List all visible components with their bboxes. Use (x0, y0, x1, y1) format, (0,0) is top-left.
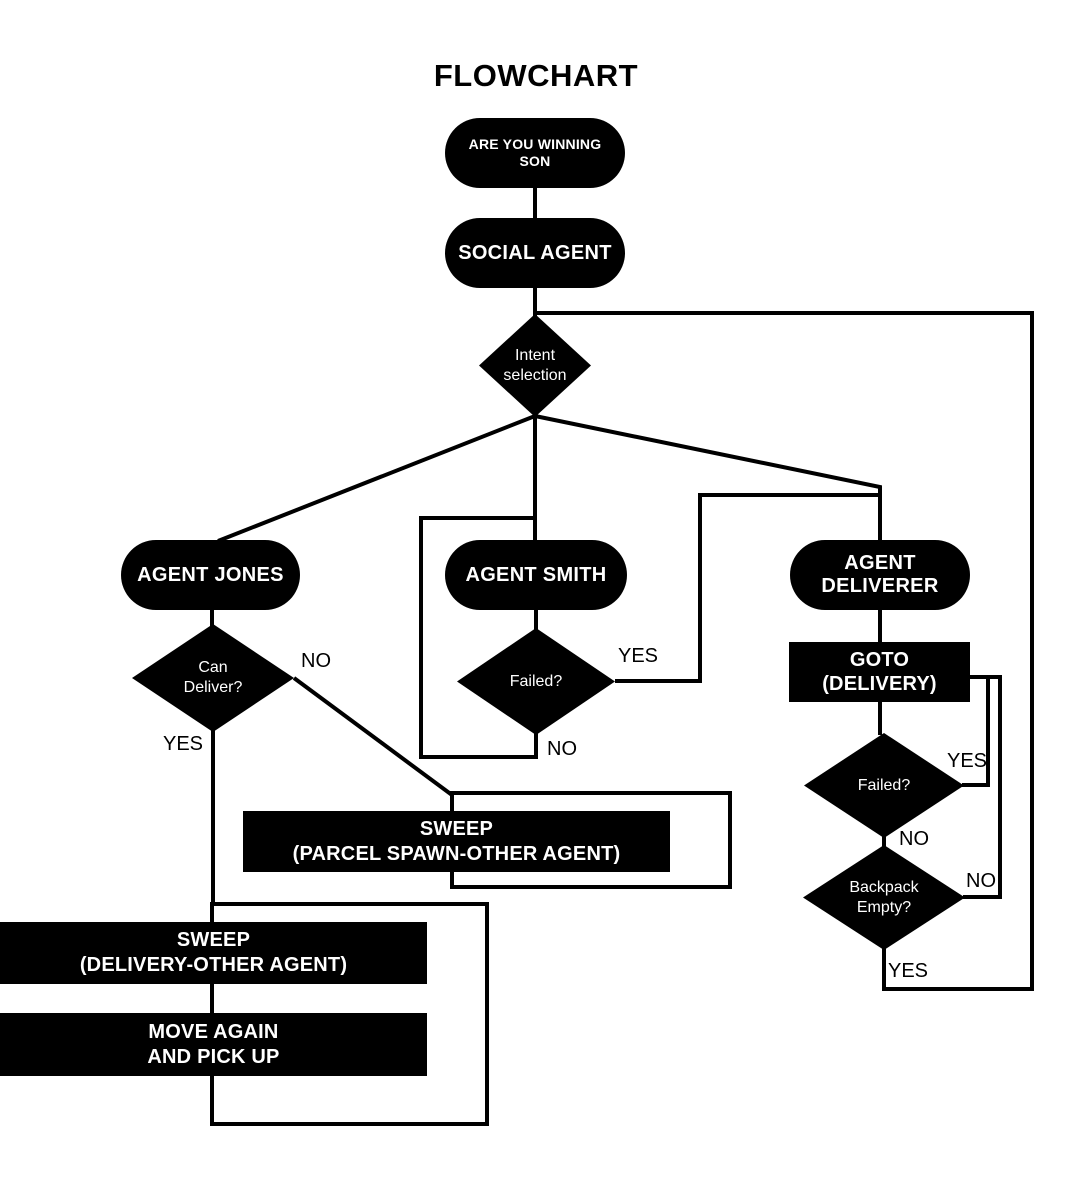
node-move-again: MOVE AGAIN AND PICK UP (0, 1013, 427, 1076)
edge-label-backpack-empty-no: NO (966, 870, 996, 892)
node-start: ARE YOU WINNING SON (445, 118, 625, 188)
edge-label-can-deliver-yes: YES (163, 733, 204, 755)
edge-backpack-no-loop (963, 675, 1002, 899)
node-deliverer-failed-label: Failed? (857, 776, 911, 794)
node-goto-delivery: GOTO (DELIVERY) (789, 642, 970, 702)
edge-backpack-yes-loop (536, 311, 1034, 991)
node-agent-jones: AGENT JONES (121, 540, 300, 610)
edge-label-backpack-empty-yes: YES (888, 960, 929, 982)
node-intent-selection-label: Intent selection (503, 346, 567, 384)
edge-label-smith-failed-yes: YES (618, 645, 659, 667)
edge-label-can-deliver-no: NO (301, 650, 331, 672)
node-goto-delivery-label: GOTO (DELIVERY) (822, 649, 937, 695)
node-start-label: ARE YOU WINNING SON (468, 136, 602, 169)
node-sweep-delivery: SWEEP (DELIVERY-OTHER AGENT) (0, 922, 427, 984)
edge-label-deliverer-failed-no: NO (899, 828, 929, 850)
node-social-agent-label: SOCIAL AGENT (458, 241, 612, 264)
node-smith-failed-label: Failed? (509, 672, 563, 690)
edge-intent-jones (217, 414, 536, 543)
node-sweep-parcel-spawn: SWEEP (PARCEL SPAWN-OTHER AGENT) (243, 811, 670, 872)
edge-label-deliverer-failed-yes: YES (947, 750, 988, 772)
edge-intent-deliverer (534, 414, 882, 540)
node-social-agent: SOCIAL AGENT (445, 218, 625, 288)
node-agent-jones-label: AGENT JONES (137, 563, 284, 586)
node-agent-smith: AGENT SMITH (445, 540, 627, 610)
node-move-again-label: MOVE AGAIN AND PICK UP (147, 1020, 280, 1068)
edge-smith-yes (615, 493, 880, 683)
node-can-deliver-label: Can Deliver? (183, 659, 243, 696)
node-agent-deliverer-label: AGENT DELIVERER (821, 552, 939, 597)
node-sweep-parcel-spawn-label: SWEEP (PARCEL SPAWN-OTHER AGENT) (292, 817, 621, 865)
edge-candeliver-no (292, 676, 454, 797)
node-agent-deliverer: AGENT DELIVERER (790, 540, 970, 610)
page-title: FLOWCHART (433, 58, 639, 93)
edge-label-smith-failed-no: NO (547, 738, 577, 760)
node-backpack-empty-label: Backpack Empty? (849, 878, 919, 916)
node-agent-smith-label: AGENT SMITH (465, 563, 607, 586)
node-sweep-delivery-label: SWEEP (DELIVERY-OTHER AGENT) (79, 929, 348, 976)
edge-smith-no-loop (419, 516, 538, 759)
